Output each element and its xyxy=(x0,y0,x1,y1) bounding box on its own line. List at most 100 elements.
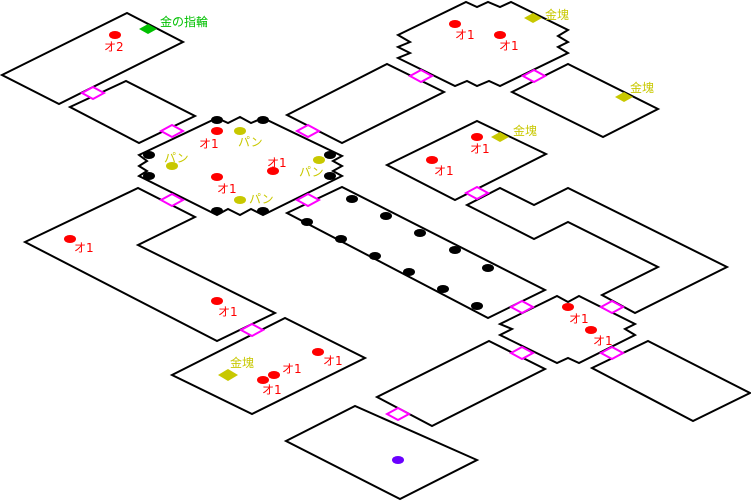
enemy-icon[interactable] xyxy=(109,31,121,39)
pillar xyxy=(471,302,483,310)
markers: 金の指輪 オ2 オ1 パン パン オ1 パン オ1 パン オ1 オ1 金塊 金塊… xyxy=(64,7,654,464)
door[interactable] xyxy=(158,192,186,208)
gold-item-icon[interactable] xyxy=(615,92,633,102)
ring-item-icon[interactable] xyxy=(139,24,157,34)
marker-label: オ1 xyxy=(74,241,94,255)
marker-label: オ1 xyxy=(218,305,238,319)
door[interactable] xyxy=(463,185,491,201)
enemy-icon[interactable] xyxy=(494,31,506,39)
doors xyxy=(79,68,626,422)
pillar xyxy=(324,172,336,180)
pillar xyxy=(346,195,358,203)
room-top-right-hall xyxy=(395,0,571,88)
pillar xyxy=(143,172,155,180)
room-upper-center xyxy=(284,62,447,145)
marker-label: オ1 xyxy=(323,354,343,368)
marker-label: 金塊 xyxy=(630,80,654,95)
enemy-icon[interactable] xyxy=(211,173,223,181)
bread-item-icon[interactable] xyxy=(234,127,246,135)
marker-label: オ1 xyxy=(470,142,490,156)
door[interactable] xyxy=(294,192,322,208)
marker-label: オ2 xyxy=(104,40,124,54)
marker-label: パン xyxy=(164,151,189,165)
pillar xyxy=(301,218,313,226)
marker-label: オ1 xyxy=(282,362,302,376)
marker-label: パン xyxy=(299,165,324,179)
enemy-icon[interactable] xyxy=(257,376,269,384)
pillar xyxy=(335,235,347,243)
pillar xyxy=(449,246,461,254)
marker-label: パン xyxy=(249,192,274,206)
bread-item-icon[interactable] xyxy=(166,162,178,170)
corridor-right xyxy=(464,186,730,315)
marker-label: オ1 xyxy=(267,156,287,170)
bread-item-icon[interactable] xyxy=(234,196,246,204)
enemy-icon[interactable] xyxy=(312,348,324,356)
pillar xyxy=(380,212,392,220)
door[interactable] xyxy=(520,68,548,84)
room-top-left xyxy=(0,11,186,106)
room-bottom-left xyxy=(169,316,368,416)
gold-item-icon[interactable] xyxy=(218,369,238,381)
enemy-icon[interactable] xyxy=(562,303,574,311)
room-bottom-start xyxy=(283,404,480,501)
pillar xyxy=(211,207,223,215)
marker-label: オ1 xyxy=(569,312,589,326)
enemy-icon[interactable] xyxy=(471,133,483,141)
room-lower-right xyxy=(589,339,751,423)
pillar xyxy=(257,207,269,215)
door[interactable] xyxy=(294,123,322,139)
door[interactable] xyxy=(384,406,412,422)
pillar xyxy=(211,116,223,124)
bread-item-icon[interactable] xyxy=(313,156,325,164)
door[interactable] xyxy=(508,299,536,315)
door[interactable] xyxy=(598,345,626,361)
pillars xyxy=(143,116,494,310)
marker-label: 金塊 xyxy=(230,355,254,370)
marker-label: オ1 xyxy=(217,182,237,196)
enemy-icon[interactable] xyxy=(268,371,280,379)
room-right-gold xyxy=(509,62,661,139)
door[interactable] xyxy=(598,299,626,315)
marker-label: オ1 xyxy=(434,164,454,178)
marker-label: オ1 xyxy=(455,28,475,42)
door[interactable] xyxy=(238,322,266,338)
corridor-pillars xyxy=(284,185,548,320)
marker-label: 金塊 xyxy=(513,123,537,138)
room-right-middle xyxy=(384,119,549,202)
pillar xyxy=(257,116,269,124)
pillar xyxy=(403,268,415,276)
gold-item-icon[interactable] xyxy=(491,132,509,142)
room-lower-center xyxy=(374,339,548,428)
door[interactable] xyxy=(79,85,107,101)
door[interactable] xyxy=(508,345,536,361)
enemy-icon[interactable] xyxy=(585,326,597,334)
enemy-icon[interactable] xyxy=(64,235,76,243)
pillar xyxy=(482,264,494,272)
pillar xyxy=(369,252,381,260)
pillar xyxy=(414,229,426,237)
gold-item-icon[interactable] xyxy=(524,13,542,23)
marker-label: 金塊 xyxy=(545,7,569,22)
pillar xyxy=(143,151,155,159)
marker-label: パン xyxy=(238,135,263,149)
pillar xyxy=(437,285,449,293)
door[interactable] xyxy=(407,68,435,84)
pillar xyxy=(324,151,336,159)
door[interactable] xyxy=(158,123,186,139)
enemy-icon[interactable] xyxy=(267,167,279,175)
marker-label: オ1 xyxy=(199,137,219,151)
marker-label: オ1 xyxy=(262,383,282,397)
room-upper-left xyxy=(67,79,198,145)
marker-label: オ1 xyxy=(593,334,613,348)
enemy-icon[interactable] xyxy=(211,127,223,135)
player-position-icon xyxy=(392,456,404,464)
enemy-icon[interactable] xyxy=(426,156,438,164)
enemy-icon[interactable] xyxy=(449,20,461,28)
marker-label: オ1 xyxy=(499,39,519,53)
room-small-hall xyxy=(497,294,638,365)
marker-label: 金の指輪 xyxy=(160,14,208,29)
enemy-icon[interactable] xyxy=(211,297,223,305)
